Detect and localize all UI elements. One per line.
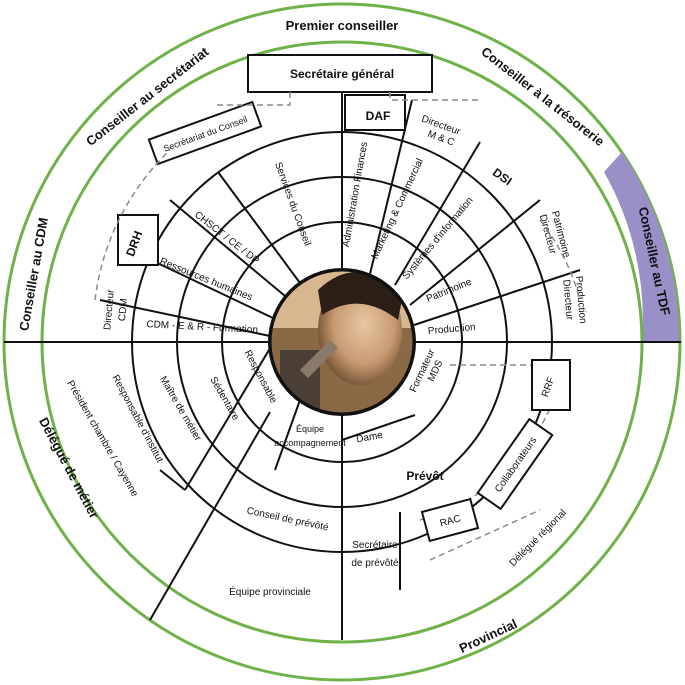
secretaire-general-label: Secrétaire général <box>290 67 394 81</box>
collaborateurs-box <box>476 417 554 511</box>
secretariat-conseil-box <box>147 100 263 166</box>
premier-conseiller-label: Premier conseiller <box>286 18 399 33</box>
secretaire-prevote-line1: Secrétaire <box>352 540 398 551</box>
drh-box <box>117 214 159 266</box>
dame-label: Dame <box>355 430 384 446</box>
rac-box <box>420 497 480 543</box>
equipe-accomp-line1: Équipe <box>296 424 324 434</box>
tdf-highlight <box>604 152 680 342</box>
rrf-box <box>531 359 571 411</box>
left-lower-edge <box>159 469 186 491</box>
secretaire-prevote-line2: de prévôté <box>351 558 399 569</box>
rac-label: RAC <box>439 513 462 529</box>
prevot-label: Prévôt <box>406 469 443 483</box>
equipe-provinciale-label: Équipe provinciale <box>229 585 311 598</box>
daf-box <box>344 94 406 131</box>
directeur-production-line2: Production <box>573 275 588 324</box>
secretaire-general-box <box>247 54 433 93</box>
diagonal-divider <box>149 411 271 621</box>
directeur-cdm-line2: CDM <box>117 298 130 322</box>
daf-label: DAF <box>366 109 391 123</box>
equipe-accomp-line2: accompagnement <box>274 438 346 448</box>
directeur-production-line1: Directeur <box>560 279 575 321</box>
directeur-cdm-line1: Directeur <box>102 288 117 330</box>
production-label: Production <box>427 322 476 337</box>
